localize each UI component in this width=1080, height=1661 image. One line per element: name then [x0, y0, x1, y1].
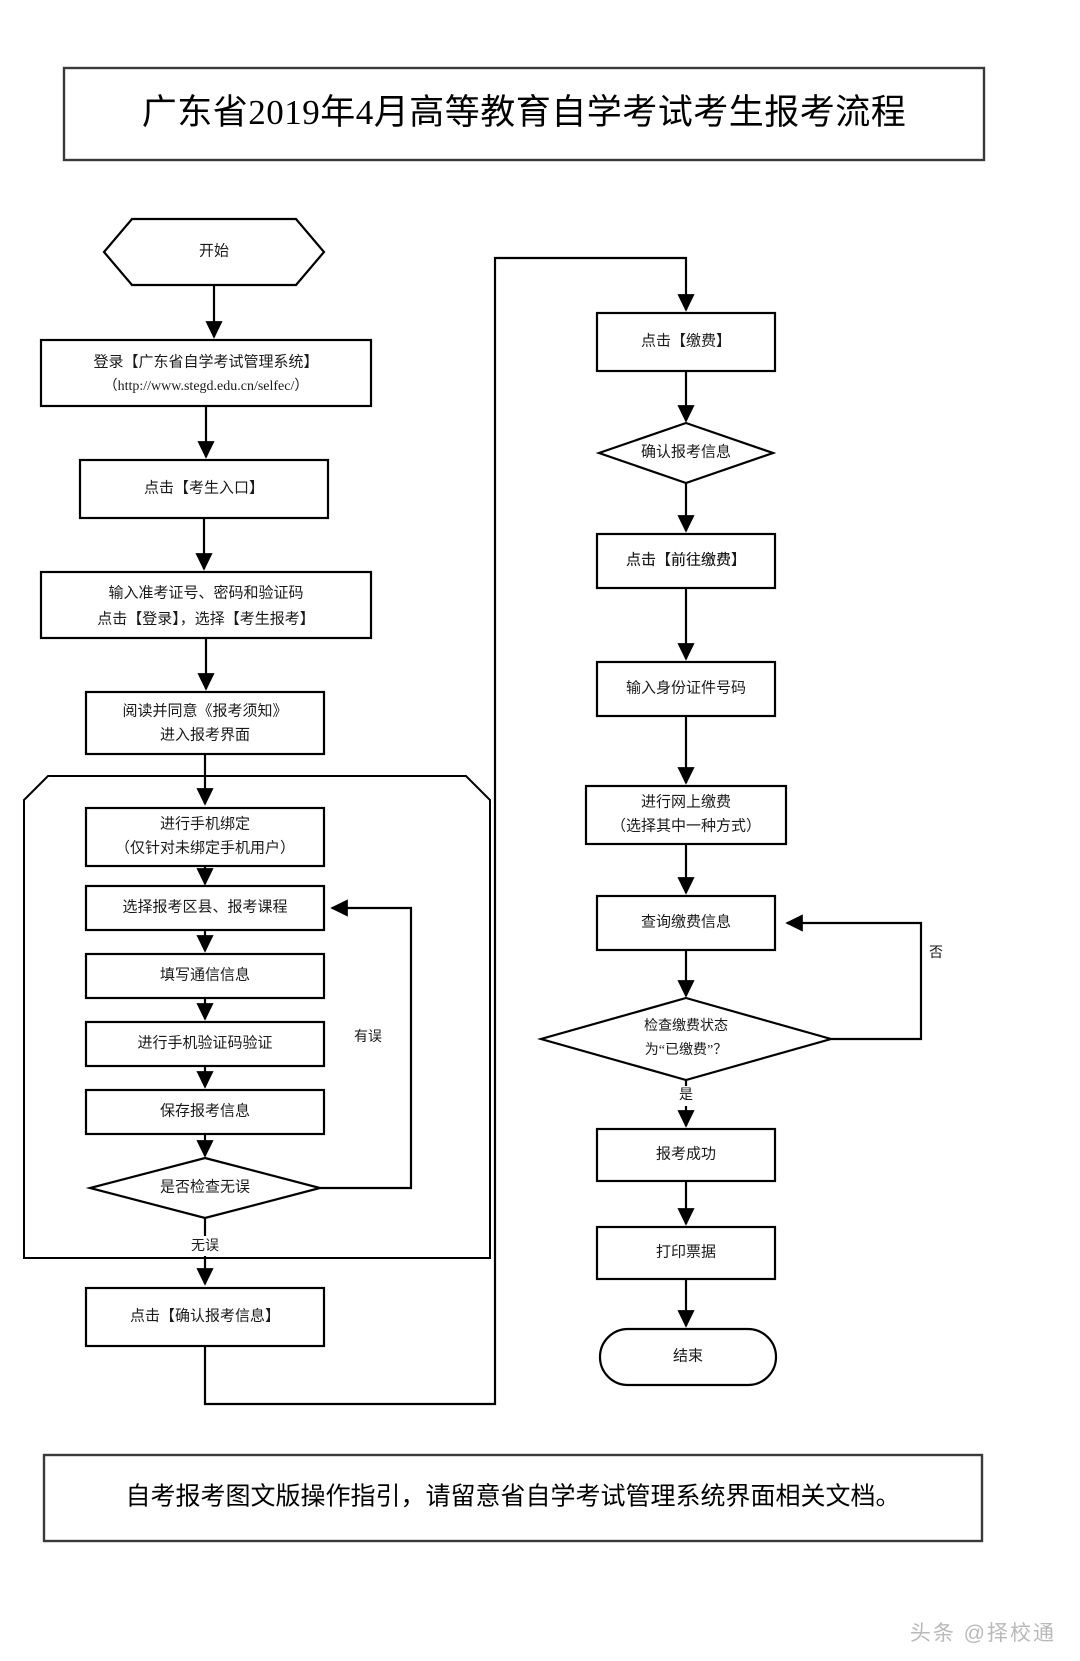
- node-gotopay-label: 点击【前往缴费】: [626, 551, 746, 568]
- node-selectcourse-label: 选择报考区县、报考课程: [122, 898, 287, 915]
- node-printreceipt-shape: [595, 1225, 777, 1281]
- node-onlinepay-line1: 进行网上缴费: [641, 793, 731, 810]
- node-bindphone-shape: [84, 806, 326, 868]
- edge-error-loop: [320, 899, 413, 1190]
- node-notice-shape: [84, 690, 326, 756]
- node-notice-line2: 进入报考界面: [160, 726, 250, 743]
- node-login-line1: 登录【广东省自学考试管理系统】: [93, 353, 318, 370]
- footer-note: 自考报考图文版操作指引，请留意省自学考试管理系统界面相关文档。: [125, 1483, 900, 1511]
- node-onlinepay-shape: [584, 784, 788, 846]
- edge-label-noerror-bg: [178, 1236, 232, 1256]
- node-credentials-line2: 点击【登录】，选择【考生报考】: [97, 610, 315, 627]
- edge-label-yes: 是: [679, 1088, 693, 1103]
- node-gotopay-text: 点击【前往缴费】: [626, 551, 746, 568]
- node-end-label: 结束: [673, 1347, 703, 1364]
- node-paystatus-line1: 检查缴费状态: [644, 1018, 728, 1034]
- node-credentials-shape: [39, 570, 373, 640]
- node-inputid-label: 输入身份证件号码: [626, 679, 746, 696]
- node-notice-line1: 阅读并同意《报考须知》: [122, 701, 287, 719]
- node-login-shape: [39, 338, 373, 408]
- node-inputid-shape: [595, 660, 777, 718]
- node-start-shape: [102, 217, 326, 287]
- node-success-label: 报考成功: [656, 1145, 716, 1162]
- node-bindphone-line2: （仅针对未绑定手机用户）: [115, 839, 295, 856]
- edge-label-no: 否: [929, 946, 943, 961]
- footer-frame: [42, 1453, 984, 1543]
- title-frame: [62, 66, 986, 162]
- node-end-shape: [598, 1327, 778, 1387]
- edge-label-error: 有误: [354, 1029, 382, 1045]
- node-printreceipt-label: 打印票据: [656, 1243, 716, 1260]
- node-gotopay-shape: [595, 532, 777, 590]
- edge-confirminfo-to-clickpay: [203, 256, 695, 1406]
- node-confirmreg-label: 确认报考信息: [641, 443, 731, 460]
- node-login-line2: （http://www.stegd.edu.cn/selfec/）: [104, 378, 309, 394]
- node-checkdecision-label: 是否检查无误: [160, 1178, 250, 1195]
- node-bindphone-line1: 进行手机绑定: [160, 815, 250, 832]
- node-verifysms-label: 进行手机验证码验证: [137, 1034, 272, 1051]
- node-fillcontact-shape: [84, 952, 326, 1000]
- edge-label-yes-bg: [663, 1086, 693, 1106]
- node-saveinfo-label: 保存报考信息: [160, 1102, 250, 1119]
- page-title: 广东省2019年4月高等教育自学考试考生报考流程: [142, 93, 907, 132]
- edge-label-noerror-text: 无误: [191, 1238, 219, 1254]
- node-selectcourse-shape: [84, 884, 326, 932]
- node-verifysms-shape: [84, 1020, 326, 1068]
- edge-no-loop: [785, 914, 923, 1041]
- node-paystatus-shape: [536, 996, 836, 1082]
- node-entrance-label: 点击【考生入口】: [144, 479, 264, 496]
- node-querypay-label: 查询缴费信息: [641, 913, 731, 930]
- node-paystatus-line2: 为“已缴费”？: [645, 1042, 727, 1058]
- node-fillcontact-label: 填写通信信息: [160, 966, 250, 983]
- node-onlinepay-line2: （选择其中一种方式）: [611, 817, 761, 834]
- node-confirminfo-label: 点击【确认报考信息】: [130, 1307, 280, 1324]
- node-credentials-line1: 输入准考证号、密码和验证码: [108, 584, 303, 601]
- node-saveinfo-shape: [84, 1088, 326, 1136]
- subprocess-group-frame: [23, 775, 491, 1259]
- node-start-label: 开始: [199, 242, 229, 259]
- node-clickpay-label: 点击【缴费】: [641, 332, 731, 349]
- watermark: 头条 @择校通: [909, 1622, 1056, 1645]
